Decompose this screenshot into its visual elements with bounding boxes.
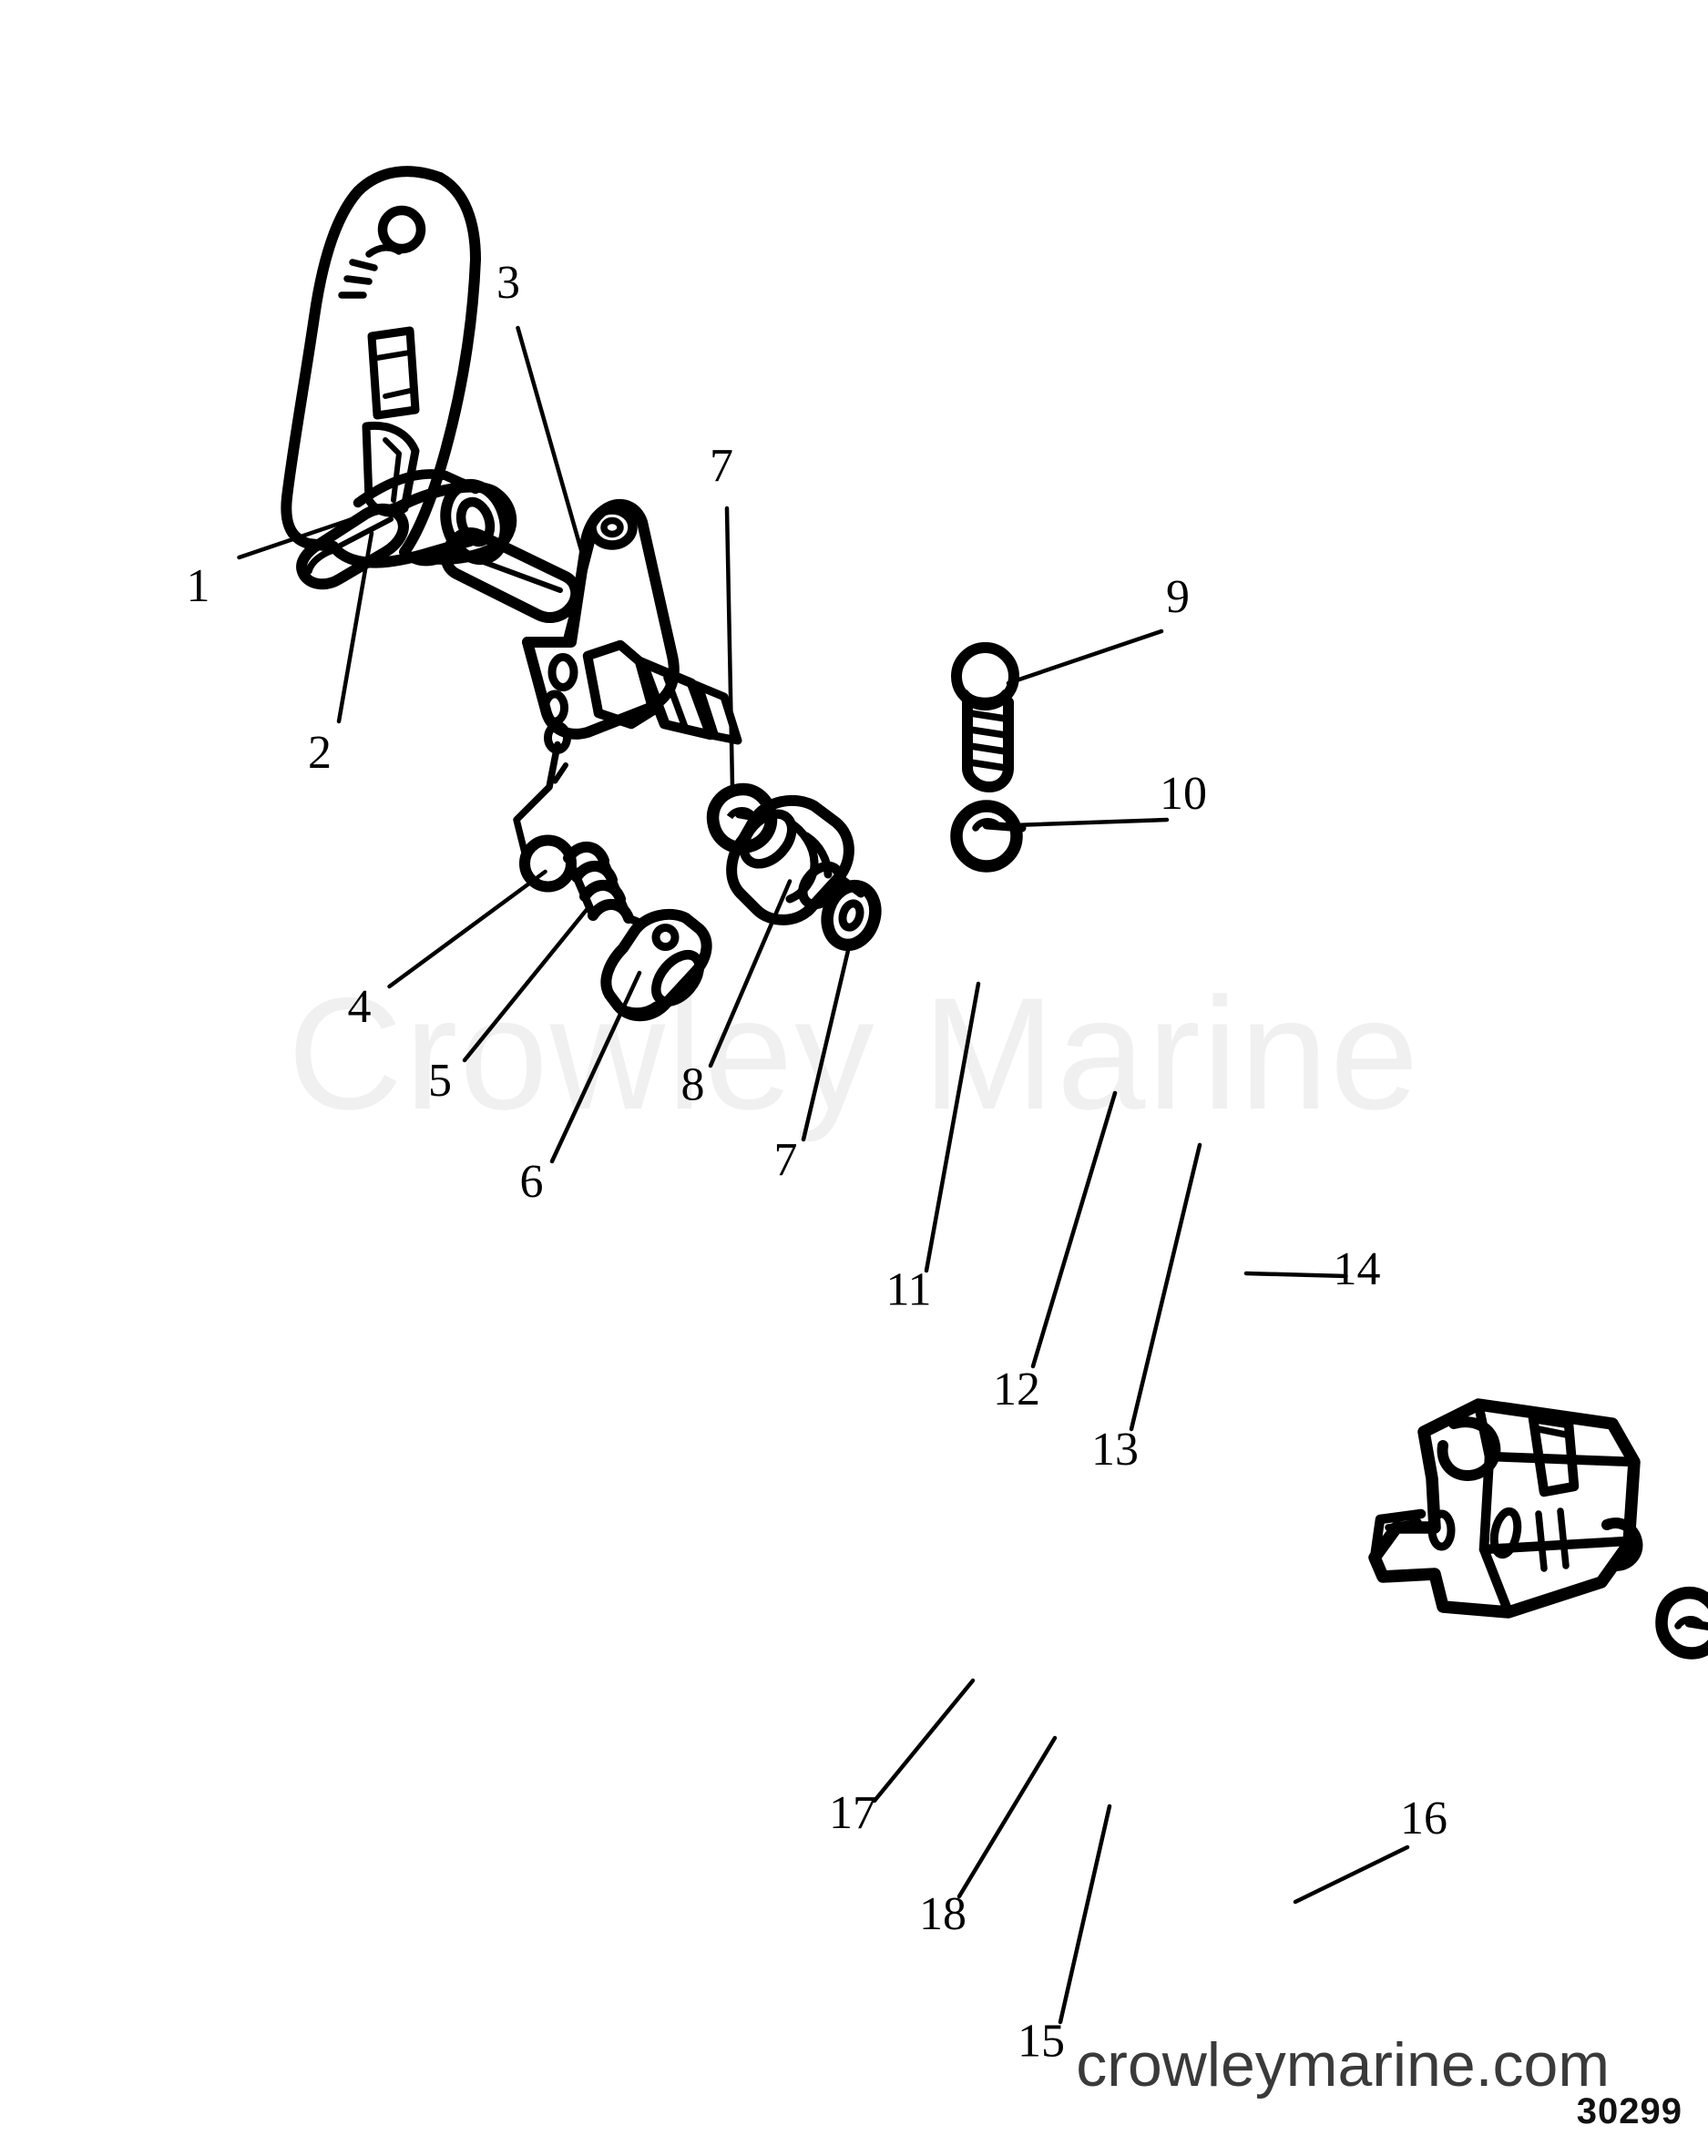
leader-line-5 — [462, 906, 590, 1063]
callout-number-6: 6 — [520, 1156, 544, 1208]
callout-number-1: 1 — [187, 560, 210, 612]
leader-line-7b — [801, 940, 853, 1142]
leader-line-7a — [724, 506, 735, 790]
part-pivot-bolt — [951, 642, 1019, 792]
callout-number-7a: 7 — [710, 440, 733, 492]
callout-number-14: 14 — [1334, 1243, 1381, 1295]
part-detent-spring — [563, 842, 647, 928]
callout-number-9: 9 — [1166, 571, 1190, 623]
footer-url: crowleymarine.com — [1076, 2030, 1610, 2100]
diagram-number: 30299 — [1576, 2091, 1682, 2131]
callout-number-15: 15 — [1018, 2016, 1065, 2068]
callout-number-16: 16 — [1400, 1793, 1447, 1844]
leader-line-1 — [237, 478, 467, 560]
leader-lines — [237, 325, 1410, 2025]
leader-line-18 — [956, 1735, 1058, 1899]
callout-number-4: 4 — [348, 981, 372, 1033]
callout-number-2: 2 — [308, 727, 332, 779]
leader-line-9 — [1006, 628, 1164, 686]
part-retaining-e-clip-bracket — [1655, 1586, 1708, 1660]
callout-number-10: 10 — [1160, 768, 1207, 820]
part-shift-shaft-lever — [440, 499, 742, 856]
callout-number-8: 8 — [681, 1059, 705, 1111]
leader-line-14 — [1243, 1271, 1348, 1279]
callout-number-11: 11 — [885, 1264, 931, 1316]
part-roll-pin — [296, 503, 409, 590]
callout-number-7b: 7 — [774, 1134, 798, 1186]
leader-line-6 — [549, 970, 642, 1164]
callout-number-3: 3 — [496, 257, 520, 309]
callout-number-12: 12 — [993, 1364, 1040, 1415]
part-retaining-ring — [950, 800, 1027, 873]
leader-line-11 — [924, 981, 981, 1273]
callout-number-18: 18 — [919, 1888, 967, 1940]
part-shift-cam-bracket — [1368, 1398, 1643, 1619]
leader-line-8 — [708, 879, 793, 1068]
leader-line-3 — [516, 325, 588, 566]
leader-line-13 — [1129, 1142, 1202, 1432]
leader-line-16 — [1293, 1844, 1410, 1905]
callout-number-5: 5 — [428, 1055, 452, 1107]
leader-line-17 — [872, 1678, 976, 1803]
part-shift-lever — [281, 166, 517, 568]
leader-line-15 — [1058, 1803, 1112, 2025]
leader-line-4 — [387, 869, 547, 989]
part-bushing — [726, 794, 865, 925]
part-flat-washer — [821, 879, 882, 952]
part-detent-plunger — [600, 908, 712, 1022]
callout-number-17: 17 — [829, 1787, 876, 1839]
callout-number-13: 13 — [1091, 1424, 1139, 1476]
leader-line-12 — [1030, 1090, 1118, 1369]
leader-line-10 — [1011, 817, 1170, 828]
leader-line-2 — [336, 530, 374, 724]
